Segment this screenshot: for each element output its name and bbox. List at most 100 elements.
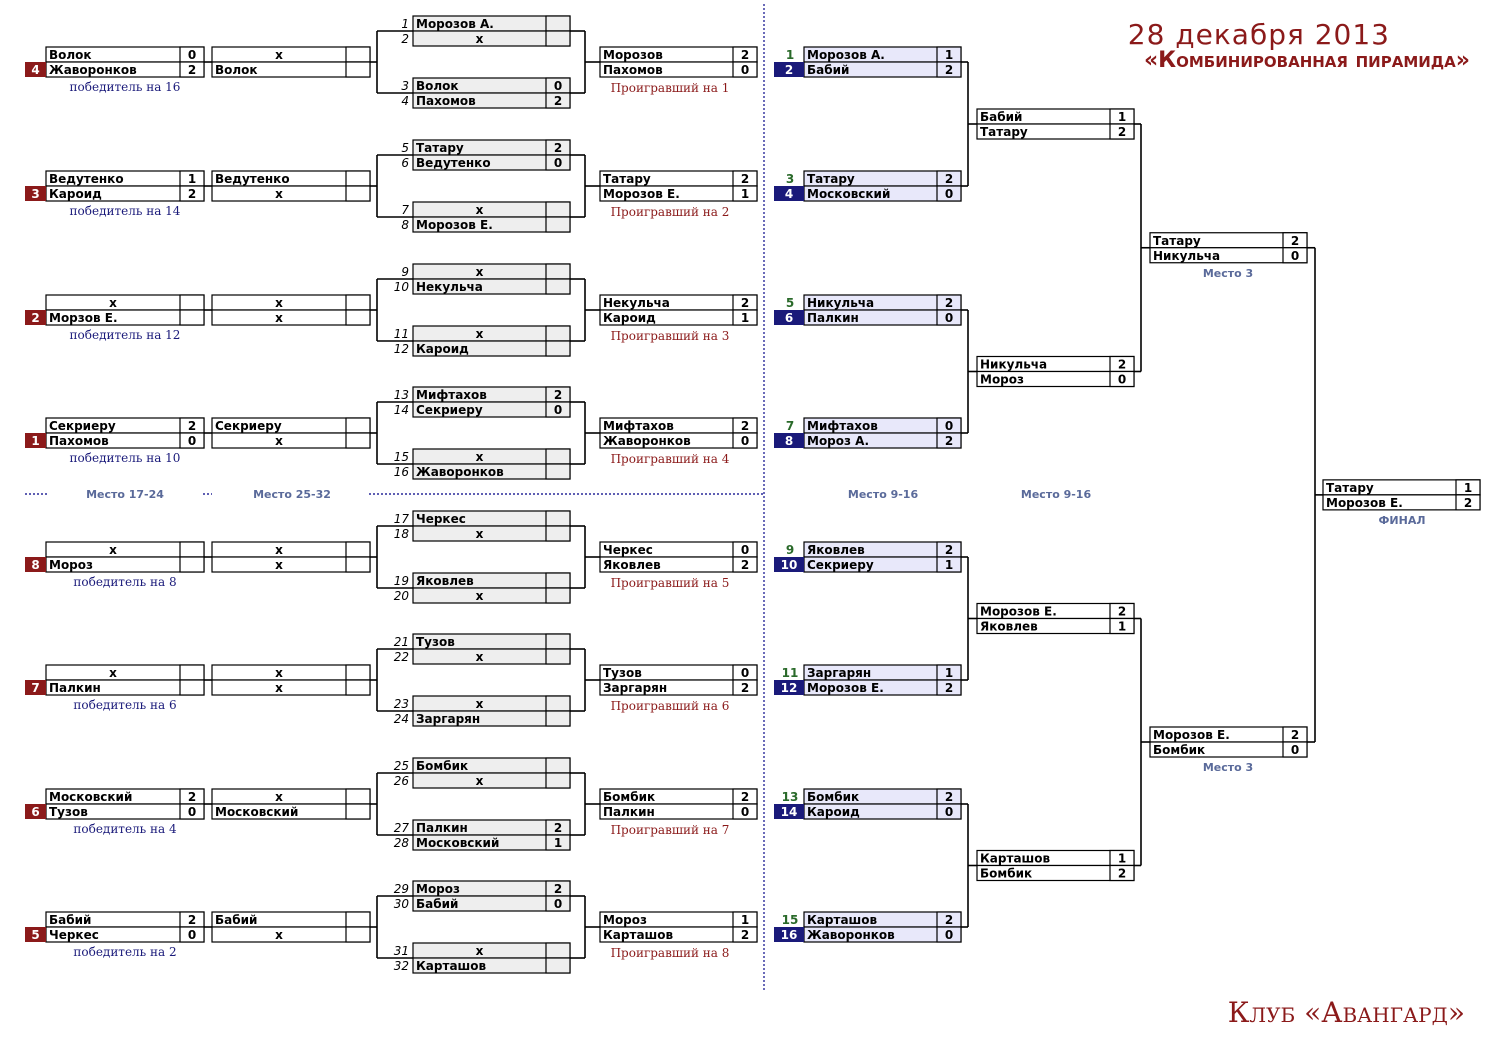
col-c-slot-score: 0 [554, 897, 562, 911]
col-c-slot-score-cell [545, 525, 571, 542]
col-c-slot-score: 0 [554, 403, 562, 417]
col-e-bottom-player: Московский [807, 187, 890, 201]
col-d-bottom-score-cell [732, 556, 758, 573]
col-e-bottom-score-cell [936, 61, 962, 78]
col-c-slot-player: Жаворонков [416, 465, 504, 479]
col-c-slot-player: Секриеру [416, 403, 483, 417]
col-b-top-score-cell [345, 911, 371, 928]
col-e-bottom-player: Мороз А. [807, 434, 869, 448]
col-e-bottom-score-cell [936, 185, 962, 202]
seed-number: 3 [31, 187, 39, 201]
col-e-top-player: Никульча [807, 296, 874, 310]
col-a-bottom-player: Тузов [49, 805, 88, 819]
winner-caption: победитель на 6 [73, 698, 176, 712]
col-b-top-score-cell [345, 788, 371, 805]
col-e-bottom-score-cell [936, 803, 962, 820]
col-d-bottom-score: 0 [741, 805, 749, 819]
seed-badge [774, 557, 804, 572]
seed-badge [25, 804, 46, 819]
col-e-bottom-player: Кароид [807, 805, 860, 819]
col-c-slot-score: 2 [554, 882, 562, 896]
col-d-bottom-score: 2 [741, 928, 749, 942]
seed-number: 1 [786, 48, 794, 62]
col-f-bottom-score: 2 [1118, 125, 1126, 139]
slot-number: 10 [394, 280, 410, 294]
col-c-slot-player: Ведутенко [416, 156, 491, 170]
col-d-top-score: 0 [741, 666, 749, 680]
col-e-bottom-score-cell [936, 432, 962, 449]
seed-number: 11 [782, 666, 799, 680]
col-e-bottom-score: 1 [945, 558, 953, 572]
col-b-top-score-cell [345, 294, 371, 311]
col-c-slot-player: Яковлев [416, 574, 474, 588]
col-b-bottom-player: х [275, 681, 283, 695]
col-d-top-player: Некульча [603, 296, 670, 310]
event-date: 28 декабря 2013 [1127, 18, 1390, 51]
col-c-slot-player: Морозов А. [416, 17, 494, 31]
col-f-bottom-score: 1 [1118, 620, 1126, 634]
slot-number: 18 [394, 527, 410, 541]
col-f-top-score: 2 [1118, 358, 1126, 372]
slot-number: 15 [394, 450, 409, 464]
final-top-score: 1 [1464, 481, 1472, 495]
col-a-bottom-player: Пахомов [49, 434, 109, 448]
col-d-bottom-score-cell [732, 185, 758, 202]
seed-badge [25, 186, 46, 201]
slot-number: 31 [394, 944, 409, 958]
col-g-bottom-player: Бомбик [1153, 743, 1205, 757]
col-a-top-player: х [109, 296, 117, 310]
col-e-top-score: 2 [945, 790, 953, 804]
col-d-bottom-player: Карташов [603, 928, 674, 942]
col-e-top-player: Бомбик [807, 790, 859, 804]
seed-number: 2 [785, 63, 793, 77]
col-f-bottom-player: Татару [980, 125, 1028, 139]
col-c-slot-score-cell [545, 633, 571, 650]
col-d-bottom-player: Кароид [603, 311, 656, 325]
seed-badge [25, 433, 46, 448]
slot-number: 26 [394, 774, 410, 788]
col-c-slot-score-cell [545, 92, 571, 109]
col-c-slot-score-cell [545, 30, 571, 47]
club-name: Клуб «Авангард» [1227, 996, 1465, 1029]
col-e-top-player: Карташов [807, 913, 878, 927]
seed-number: 15 [782, 913, 799, 927]
col-a-top-player: Ведутенко [49, 172, 124, 186]
col-a-top-player: Секриеру [49, 419, 116, 433]
slot-number: 22 [394, 650, 409, 664]
seed-badge [774, 927, 804, 942]
seed-number: 4 [785, 187, 793, 201]
col-d-top-score: 0 [741, 543, 749, 557]
col-f-bottom-score: 0 [1118, 373, 1126, 387]
seed-number: 5 [786, 296, 794, 310]
col-e-bottom-score: 0 [945, 928, 953, 942]
col-a-top-score-cell [179, 541, 205, 558]
col-c-slot-score-cell [545, 895, 571, 912]
col-d-top-player: Татару [603, 172, 651, 186]
col-b-bottom-player: х [275, 187, 283, 201]
col-c-slot-score-cell [545, 834, 571, 851]
col-c-slot-score-cell [545, 587, 571, 604]
col-b-bottom-score-cell [345, 432, 371, 449]
winner-caption: победитель на 4 [73, 822, 177, 836]
col-a-top-player: Московский [49, 790, 132, 804]
place-caption: Место 3 [1203, 761, 1253, 774]
col-a-bottom-score-cell [179, 185, 205, 202]
slot-number: 8 [401, 218, 409, 232]
col-g-bottom-score-cell [1282, 741, 1308, 758]
col-c-slot-player: х [476, 450, 484, 464]
col-a-bottom-player: Мороз [49, 558, 93, 572]
col-b-bottom-player: х [275, 928, 283, 942]
col-a-bottom-score: 0 [188, 434, 196, 448]
col-c-slot-player: Морозов Е. [416, 218, 493, 232]
col-e-top-score: 2 [945, 543, 953, 557]
col-b-top-player: Секриеру [215, 419, 282, 433]
seed-badge [774, 680, 804, 695]
col-a-bottom-score: 0 [188, 805, 196, 819]
col-e-bottom-score: 2 [945, 434, 953, 448]
col-b-top-player: х [275, 543, 283, 557]
col-c-slot-score-cell [545, 695, 571, 712]
col-b-top-player: х [275, 666, 283, 680]
col-e-top-score: 2 [945, 172, 953, 186]
